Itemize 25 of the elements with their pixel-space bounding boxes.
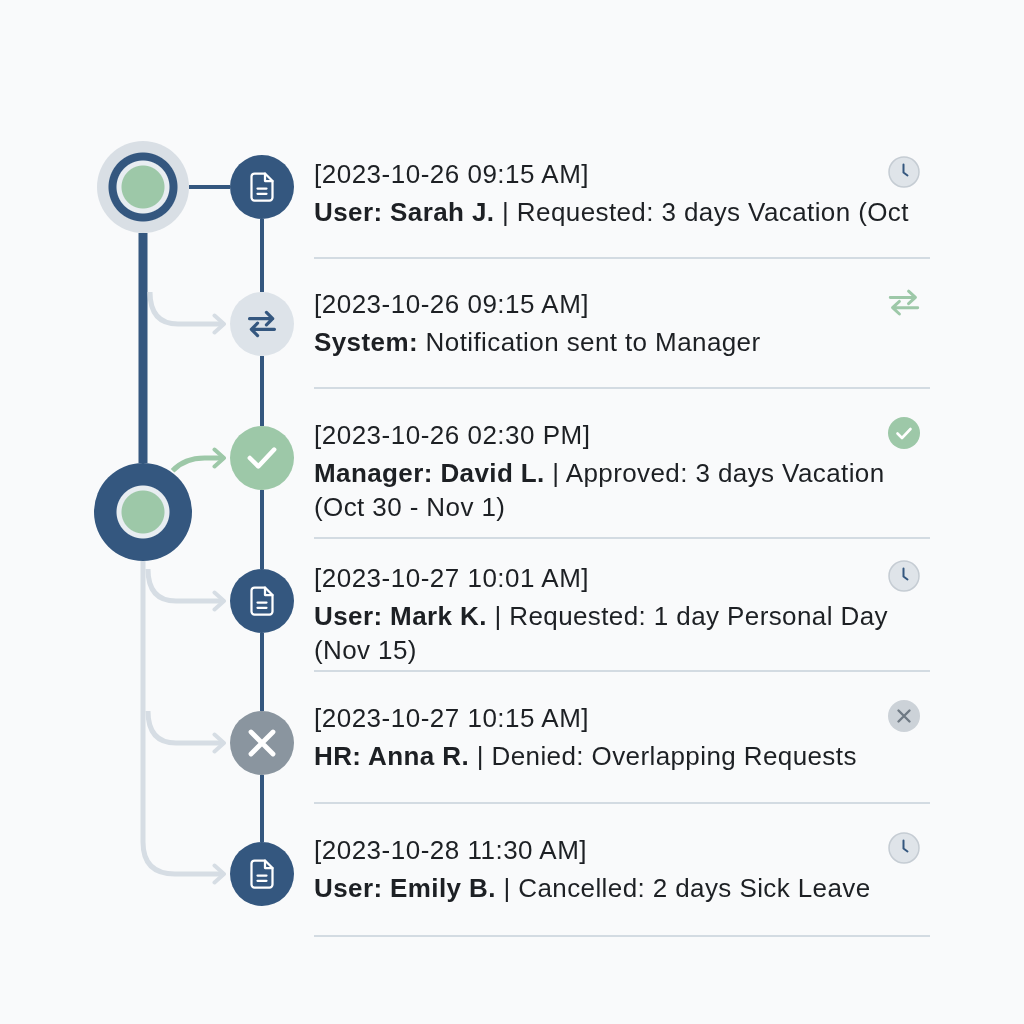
timestamp-text: [2023-10-27 10:01 AM] bbox=[314, 562, 590, 595]
timestamp-text: [2023-10-26 02:30 PM] bbox=[314, 419, 591, 452]
curved-arrow bbox=[170, 447, 226, 473]
curved-arrow bbox=[140, 841, 226, 885]
connector-line bbox=[260, 490, 264, 569]
event-description: User: Emily B. | Cancelled: 2 days Sick Leave bbox=[314, 872, 871, 905]
curved-arrow bbox=[145, 710, 226, 754]
connector-line bbox=[260, 219, 264, 292]
connector-line bbox=[260, 356, 264, 426]
event-description: HR: Anna R. | Denied: Overlapping Requests bbox=[314, 740, 857, 773]
event-description: User: Mark K. | Requested: 1 day Personal Day (Nov 15) bbox=[314, 600, 889, 667]
curved-arrow bbox=[147, 291, 226, 335]
timestamp-text: [2023-10-27 10:15 AM] bbox=[314, 702, 590, 735]
curved-arrow bbox=[145, 568, 226, 612]
timestamp-text: [2023-10-26 09:15 AM] bbox=[314, 158, 590, 191]
timestamp-text: [2023-10-26 09:15 AM] bbox=[314, 288, 590, 321]
connector-line bbox=[140, 561, 146, 842]
connector-line bbox=[260, 633, 264, 711]
connector-line bbox=[138, 233, 148, 463]
connector-line bbox=[189, 185, 230, 189]
connector-line bbox=[260, 775, 264, 842]
event-description: User: Sarah J. | Requested: 3 days Vacation (Oct bbox=[314, 196, 909, 229]
timestamp-text: [2023-10-28 11:30 AM] bbox=[314, 834, 588, 867]
event-description: System: Notification sent to Manager bbox=[314, 326, 761, 359]
event-description: Manager: David L. | Approved: 3 days Vacation (Oct 30 - Nov 1) bbox=[314, 457, 886, 524]
